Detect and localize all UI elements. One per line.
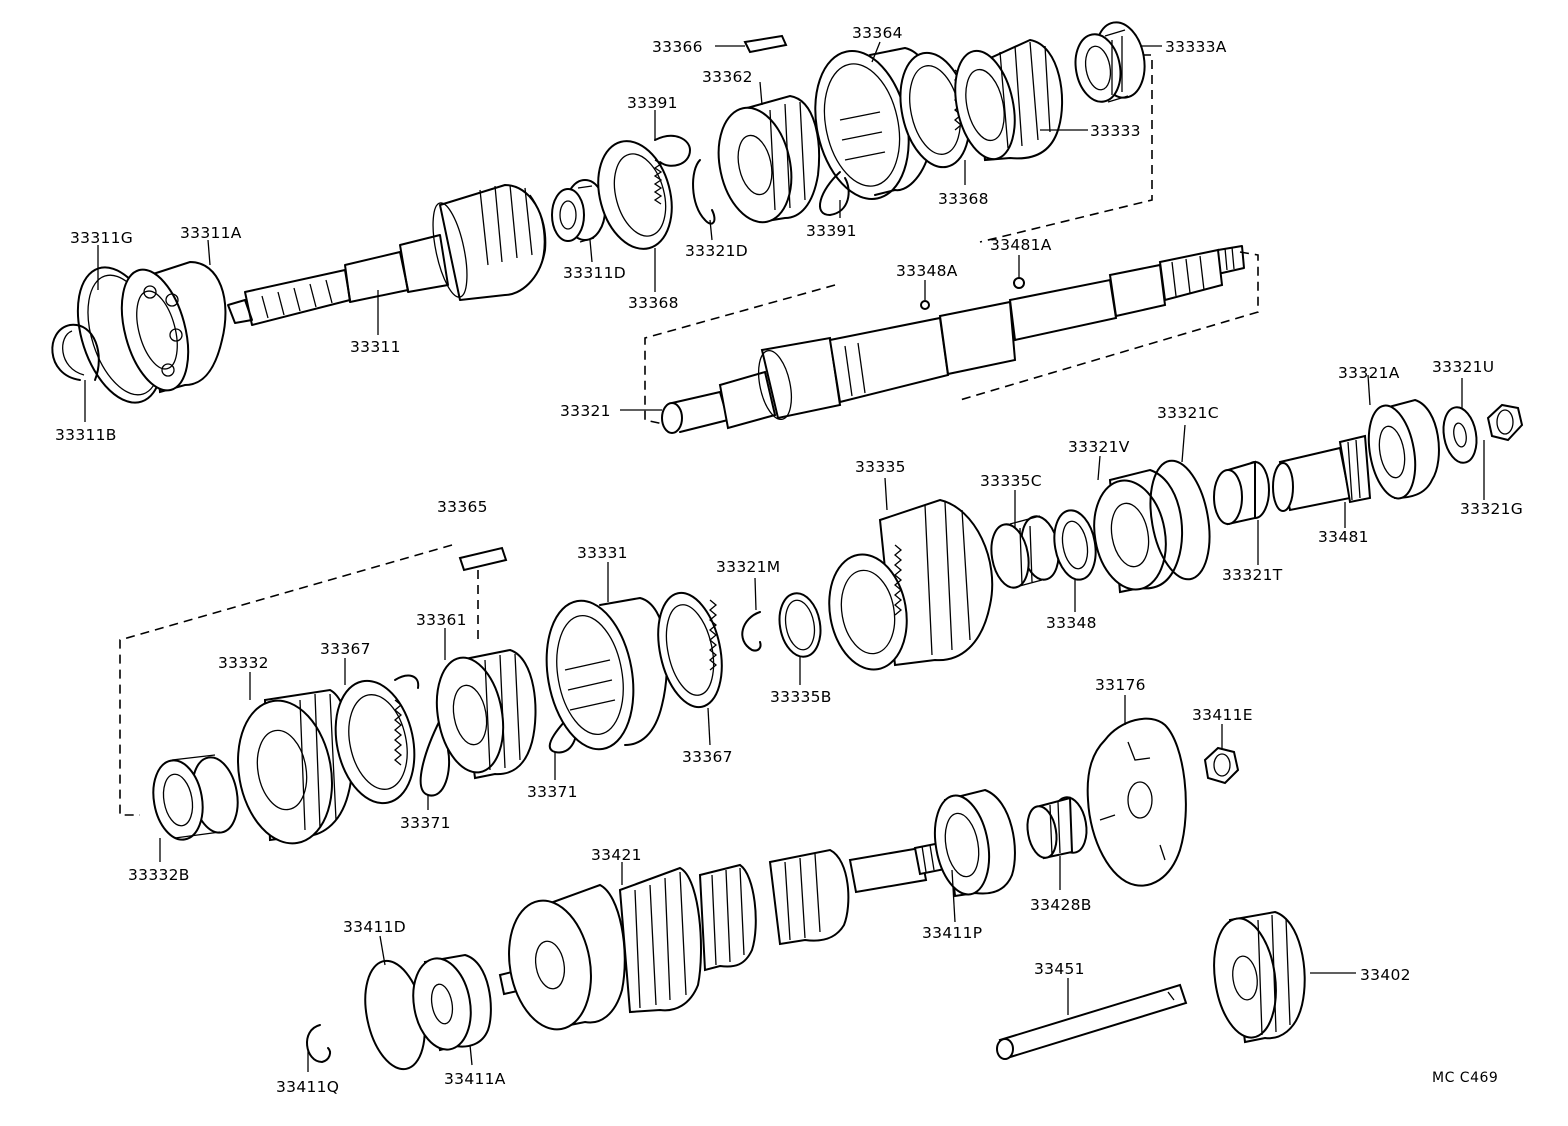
synchro-ring-33367-right xyxy=(657,591,723,709)
part-label-33366: 33366 xyxy=(652,38,703,56)
part-label-33332: 33332 xyxy=(218,654,269,672)
hub-sleeve-33331 xyxy=(545,597,668,751)
bearing-race-33411p xyxy=(933,788,1016,898)
part-label-33331: 33331 xyxy=(577,544,628,562)
shaft-33451 xyxy=(996,983,1188,1060)
part-label-33335: 33335 xyxy=(855,458,906,476)
needle-bearing-33311d xyxy=(551,179,606,243)
hub-sleeve-33364 xyxy=(814,47,936,200)
part-label-33411a: 33411A xyxy=(444,1070,506,1088)
part-label-33402: 33402 xyxy=(1360,966,1411,984)
part-label-33321g: 33321G xyxy=(1460,500,1523,518)
part-labels: 33366 33364 33362 33333A 33391 33333 33368 3339… xyxy=(55,24,1523,1096)
drawing-code: MC C469 xyxy=(1432,1070,1498,1086)
part-label-33391: 33391 xyxy=(806,222,857,240)
shifting-key-33366 xyxy=(743,34,788,54)
part-label-33421: 33421 xyxy=(591,846,642,864)
clip-33321m xyxy=(741,611,762,652)
nut-33321g xyxy=(1486,403,1524,442)
snap-ring-33321c xyxy=(1149,459,1211,581)
part-label-33362: 33362 xyxy=(702,68,753,86)
spring-33391-top xyxy=(654,134,691,167)
needle-bearing-33428b xyxy=(1026,796,1088,860)
spring-33371-left xyxy=(394,674,451,797)
part-label-33332b: 33332B xyxy=(128,866,190,884)
part-label-33481a: 33481A xyxy=(990,236,1052,254)
part-label-33321v: 33321V xyxy=(1068,438,1130,456)
part-label-33481: 33481 xyxy=(1318,528,1369,546)
clip-33321d xyxy=(692,159,716,225)
part-label-33368: 33368 xyxy=(628,294,679,312)
bearing-33321a xyxy=(1367,398,1440,500)
part-label-33311g: 33311G xyxy=(70,229,133,247)
plate-33176 xyxy=(1086,717,1187,887)
washer-33321u xyxy=(1442,406,1478,464)
ring-33335b xyxy=(778,592,822,658)
part-label-33176: 33176 xyxy=(1095,676,1146,694)
gear-33335 xyxy=(828,498,994,671)
ball-33348a xyxy=(920,300,930,310)
part-label-33321m: 33321M xyxy=(716,558,780,576)
spring-33391-right xyxy=(819,171,850,216)
nut-33411e xyxy=(1203,746,1240,785)
clutch-hub-33362 xyxy=(717,94,821,224)
part-label-33321: 33321 xyxy=(560,402,611,420)
part-label-33311: 33311 xyxy=(350,338,401,356)
part-label-33311b: 33311B xyxy=(55,426,117,444)
part-label-33428b: 33428B xyxy=(1030,896,1092,914)
counter-gear-33421 xyxy=(498,840,952,1031)
part-label-33371: 33371 xyxy=(527,783,578,801)
part-label-33368: 33368 xyxy=(938,190,989,208)
part-label-33411d: 33411D xyxy=(343,918,406,936)
part-label-33411e: 33411E xyxy=(1192,706,1253,724)
input-shaft-33311 xyxy=(227,184,547,326)
part-label-33391: 33391 xyxy=(627,94,678,112)
gear-33332 xyxy=(237,688,354,845)
part-label-33364: 33364 xyxy=(852,24,903,42)
synchro-ring-33367-left xyxy=(334,679,416,805)
ring-33348 xyxy=(1053,509,1097,581)
collar-33321t xyxy=(1213,460,1270,526)
part-label-33361: 33361 xyxy=(416,611,467,629)
sleeve-33481 xyxy=(1272,434,1372,512)
snap-ring-33311b xyxy=(51,323,100,381)
ball-33481a xyxy=(1013,277,1025,289)
part-label-33348: 33348 xyxy=(1046,614,1097,632)
shifting-key-33365 xyxy=(458,546,508,572)
part-label-33321d: 33321D xyxy=(685,242,748,260)
synchro-ring-33368-top xyxy=(597,140,673,250)
part-label-33411p: 33411P xyxy=(922,924,982,942)
needle-bearing-33333a xyxy=(1074,21,1146,103)
part-label-33411q: 33411Q xyxy=(276,1078,339,1096)
bearing-33311a xyxy=(120,260,227,394)
part-label-33348a: 33348A xyxy=(896,262,958,280)
bearing-33411a xyxy=(412,953,492,1052)
part-label-33365: 33365 xyxy=(437,498,488,516)
part-label-33321c: 33321C xyxy=(1157,404,1219,422)
output-shaft-33321 xyxy=(661,245,1245,434)
part-label-33367: 33367 xyxy=(682,748,733,766)
bearing-33321v xyxy=(1093,468,1184,594)
clutch-hub-33361 xyxy=(435,648,537,780)
assembly-guides xyxy=(119,54,1259,816)
part-label-33333: 33333 xyxy=(1090,122,1141,140)
snap-ring-33411q xyxy=(306,1024,331,1063)
part-label-33367: 33367 xyxy=(320,640,371,658)
part-label-33451: 33451 xyxy=(1034,960,1085,978)
part-label-33335b: 33335B xyxy=(770,688,832,706)
needle-bearing-33335c xyxy=(990,515,1060,589)
reverse-idler-gear-33402 xyxy=(1213,910,1306,1044)
part-label-33371: 33371 xyxy=(400,814,451,832)
part-label-33321a: 33321A xyxy=(1338,364,1400,382)
part-label-33311d: 33311D xyxy=(563,264,626,282)
needle-bearing-33332b xyxy=(152,754,239,841)
part-label-33321u: 33321U xyxy=(1432,358,1494,376)
part-label-33321t: 33321T xyxy=(1222,566,1283,584)
part-label-33335c: 33335C xyxy=(980,472,1042,490)
leader-lines xyxy=(84,41,1485,1072)
part-label-33333a: 33333A xyxy=(1165,38,1227,56)
part-label-33311a: 33311A xyxy=(180,224,242,242)
